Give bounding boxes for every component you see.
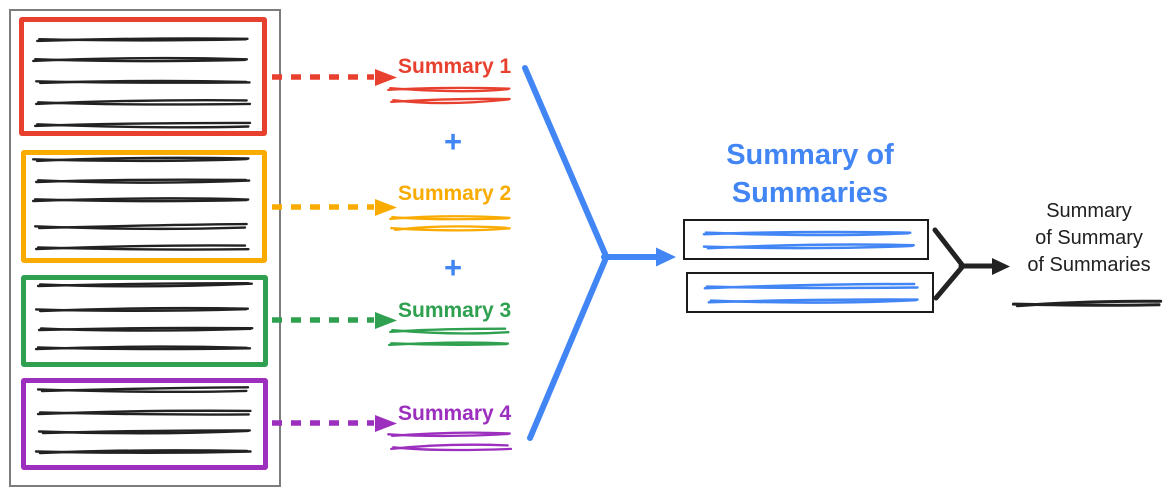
plus-sign-1: + [443,124,463,159]
scribble-stroke [1015,299,1163,308]
summary-of-summaries-box-2 [686,272,934,313]
final-summary-title-line-3: of Summaries [1027,254,1151,276]
scribble-stroke [391,329,510,335]
summary-of-summaries-title: Summary of Summaries [676,136,944,212]
scribble-stroke [387,432,510,438]
scribble-stroke [387,86,511,92]
summary-4-label: Summary 4 [398,402,512,425]
summary-2-label: Summary 2 [398,182,512,205]
dashed-arrow-section-4 [272,415,397,432]
scribble-stroke [390,342,508,346]
scribble-stroke [391,431,511,438]
summary-of-summaries-title-line-1: Summary of [726,139,894,171]
scribble-stroke [392,98,510,105]
scribble-stroke [390,227,511,232]
scribble-stroke [389,215,511,221]
scribble-stroke [390,443,509,451]
final-summary-title-line-2: of Summary [1035,227,1143,249]
scribble-stroke [389,327,507,334]
document-section-2-yellow-box [21,150,267,263]
document-section-1-red-box [19,17,267,136]
dashed-arrow-section-1 [272,69,397,86]
document-section-4-purple-box [21,378,268,470]
plus-sign-2: + [443,250,463,285]
black-merge-arrow [932,227,1010,301]
summary-of-summaries-title-line-2: Summaries [731,177,889,209]
scribble-stroke [390,97,511,104]
scribble-stroke [391,216,509,221]
dashed-arrow-section-3 [272,312,397,329]
summary-3-label: Summary 3 [398,299,512,322]
scribble-stroke [394,225,508,232]
scribble-stroke [1011,302,1161,307]
summary-1-label: Summary 1 [398,55,512,78]
final-summary-title-line-1: Summary [1046,200,1132,222]
scribble-stroke [388,341,510,347]
document-section-3-green-box [21,275,268,367]
scribble-stroke [389,87,509,93]
summary-of-summaries-box-1 [683,219,929,260]
blue-merge-arrow [522,65,676,441]
final-summary-title: Summary of Summary of Summaries [1003,198,1170,279]
dashed-arrow-section-2 [272,199,397,216]
scribble-stroke [392,446,513,452]
